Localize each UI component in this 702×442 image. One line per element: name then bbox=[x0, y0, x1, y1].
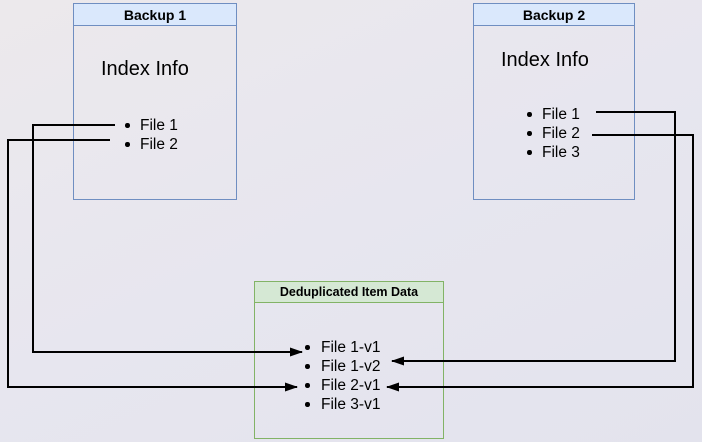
dedup-file-2-v1: File 2-v1 bbox=[301, 376, 380, 395]
backup-1-title: Backup 1 bbox=[74, 4, 236, 26]
backup-2-file-1: File 1 bbox=[523, 105, 580, 124]
backup-2-file-list: File 1 File 2 File 3 bbox=[523, 105, 580, 162]
dedup-file-1-v2: File 1-v2 bbox=[301, 357, 380, 376]
dedup-file-1-v1: File 1-v1 bbox=[301, 338, 380, 357]
backup-1-file-1: File 1 bbox=[121, 116, 178, 135]
backup-2-title: Backup 2 bbox=[474, 4, 634, 26]
backup-1-file-2: File 2 bbox=[121, 135, 178, 154]
backup-1-file-list: File 1 File 2 bbox=[121, 116, 178, 154]
backup-2-file-3: File 3 bbox=[523, 143, 580, 162]
backup-2-node: Backup 2 bbox=[473, 3, 635, 200]
backup-1-index-info-label: Index Info bbox=[101, 58, 189, 80]
backup-2-index-info-label: Index Info bbox=[501, 49, 589, 71]
backup-2-file-2: File 2 bbox=[523, 124, 580, 143]
dedup-file-list: File 1-v1 File 1-v2 File 2-v1 File 3-v1 bbox=[301, 338, 380, 414]
dedup-file-3-v1: File 3-v1 bbox=[301, 395, 380, 414]
dedup-title: Deduplicated Item Data bbox=[255, 282, 443, 303]
backup-1-node: Backup 1 bbox=[73, 3, 237, 200]
